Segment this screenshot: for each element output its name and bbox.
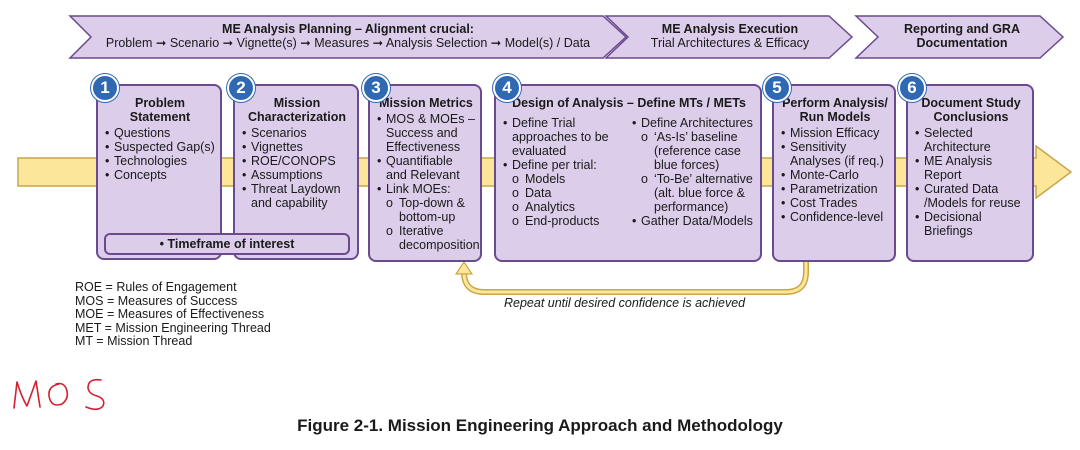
step-6-bullet: Selected Architecture xyxy=(915,126,1027,154)
execution-header: ME Analysis Execution Trial Architecture… xyxy=(628,22,832,50)
repeat-loop-arrow xyxy=(461,262,809,295)
step-1-number-badge: 1 xyxy=(91,74,119,102)
step-3-title: Mission Metrics xyxy=(379,96,473,110)
step-1-title: Problem Statement xyxy=(129,96,191,124)
step-1-bullet: Suspected Gap(s) xyxy=(105,140,215,154)
step-4-left-column: Define Trial approaches to be evaluated … xyxy=(503,116,626,228)
step-3-sub-bullet: Top-down & bottom-up xyxy=(377,196,475,224)
step-2-number-badge: 2 xyxy=(227,74,255,102)
step-5-title: Perform Analysis/ Run Models xyxy=(782,96,888,124)
step-3-box: Mission Metrics MOS & MOEs – Success and… xyxy=(368,84,482,262)
execution-header-title: ME Analysis Execution xyxy=(661,22,799,36)
step-1-bullet: Technologies xyxy=(105,154,215,168)
step-6-bullet: Curated Data /Models for reuse xyxy=(915,182,1027,210)
legend-item: MET = Mission Engineering Thread xyxy=(75,320,271,335)
step-4-title: Design of Analysis – Define MTs / METs xyxy=(512,96,746,110)
execution-chevron xyxy=(604,15,854,59)
step-4-sub-bullet: ‘As-Is’ baseline (reference case blue fo… xyxy=(632,130,755,172)
step-3-bullet: Quantifiable and Relevant xyxy=(377,154,475,182)
step-5-bullet: Confidence-level xyxy=(781,210,889,224)
step-5-bullet: Parametrization xyxy=(781,182,889,196)
step-5-bullet: Mission Efficacy xyxy=(781,126,889,140)
reporting-header-title: Reporting and GRA xyxy=(904,22,1020,36)
legend-item: ROE = Rules of Engagement xyxy=(75,280,237,294)
step-2-bullet: Scenarios xyxy=(242,126,352,140)
repeat-loop-arrowhead xyxy=(454,260,474,275)
reporting-header-subtitle: Documentation xyxy=(916,36,1008,50)
step-4-bullet: Define Architectures xyxy=(632,116,755,130)
step-5-number-badge: 5 xyxy=(763,74,791,102)
step-2-title: Mission Characterization xyxy=(248,96,346,124)
reporting-chevron xyxy=(854,15,1065,59)
step-5-bullet: Monte-Carlo xyxy=(781,168,889,182)
planning-header: ME Analysis Planning – Alignment crucial… xyxy=(88,22,608,50)
legend-item: MOE = Measures of Effectiveness xyxy=(75,307,265,321)
step-1-box: Problem Statement Questions Suspected Ga… xyxy=(96,84,222,260)
step-4-bullet: Gather Data/Models xyxy=(632,214,755,228)
step-4-box: Design of Analysis – Define MTs / METs D… xyxy=(494,84,762,262)
step-6-number-badge: 6 xyxy=(898,74,926,102)
step-4-sub-bullet: ‘To-Be’ alternative (alt. blue force & p… xyxy=(632,172,755,214)
step-3-number-badge: 3 xyxy=(362,74,390,102)
legend-item: MT = Mission Thread xyxy=(75,334,193,348)
step-5-box: Perform Analysis/ Run Models Mission Eff… xyxy=(772,84,896,262)
timeframe-bar: • Timeframe of interest xyxy=(104,233,350,255)
acronym-legend: ROE = Rules of Engagement MOS = Measures… xyxy=(75,280,271,349)
step-1-bullet: Concepts xyxy=(105,168,215,182)
step-4-right-column: Define Architectures ‘As-Is’ baseline (r… xyxy=(632,116,755,228)
step-2-box: Mission Characterization Scenarios Vigne… xyxy=(233,84,359,260)
planning-chevron xyxy=(68,15,628,59)
step-2-bullet: Vignettes xyxy=(242,140,352,154)
step-5-bullet: Cost Trades xyxy=(781,196,889,210)
step-6-bullet: ME Analysis Report xyxy=(915,154,1027,182)
step-3-bullet: Link MOEs: xyxy=(377,182,475,196)
step-5-bullet: Sensitivity Analyses (if req.) xyxy=(781,140,889,168)
planning-header-subtitle: Problem ➞ Scenario ➞ Vignette(s) ➞ Measu… xyxy=(105,36,591,50)
planning-header-title: ME Analysis Planning – Alignment crucial… xyxy=(222,22,474,36)
figure-caption: Figure 2-1. Mission Engineering Approach… xyxy=(297,416,783,435)
legend-item: MOS = Measures of Success xyxy=(75,293,238,308)
step-4-sub-bullet: Data xyxy=(503,186,626,200)
execution-header-subtitle: Trial Architectures & Efficacy xyxy=(650,36,810,50)
step-2-bullet: Threat Laydown and capability xyxy=(242,182,352,210)
step-4-sub-bullet: Models xyxy=(503,172,626,186)
step-6-bullet: Decisional Briefings xyxy=(915,210,1027,238)
handwritten-annotation xyxy=(13,378,105,411)
step-4-number-badge: 4 xyxy=(493,74,521,102)
step-1-bullet: Questions xyxy=(105,126,215,140)
step-6-title: Document Study Conclusions xyxy=(921,96,1021,124)
step-2-bullet: ROE/CONOPS xyxy=(242,154,352,168)
reporting-header: Reporting and GRA Documentation xyxy=(880,22,1044,50)
step-4-sub-bullet: Analytics xyxy=(503,200,626,214)
step-6-box: Document Study Conclusions Selected Arch… xyxy=(906,84,1034,262)
step-3-sub-bullet: Iterative decomposition xyxy=(377,224,480,252)
step-4-bullet: Define Trial approaches to be evaluated xyxy=(503,116,626,158)
step-4-sub-bullet: End-products xyxy=(503,214,626,228)
step-4-bullet: Define per trial: xyxy=(503,158,626,172)
repeat-loop-label: Repeat until desired confidence is achie… xyxy=(504,296,746,310)
step-3-bullet: MOS & MOEs – Success and Effectiveness xyxy=(377,112,475,154)
step-2-bullet: Assumptions xyxy=(242,168,352,182)
